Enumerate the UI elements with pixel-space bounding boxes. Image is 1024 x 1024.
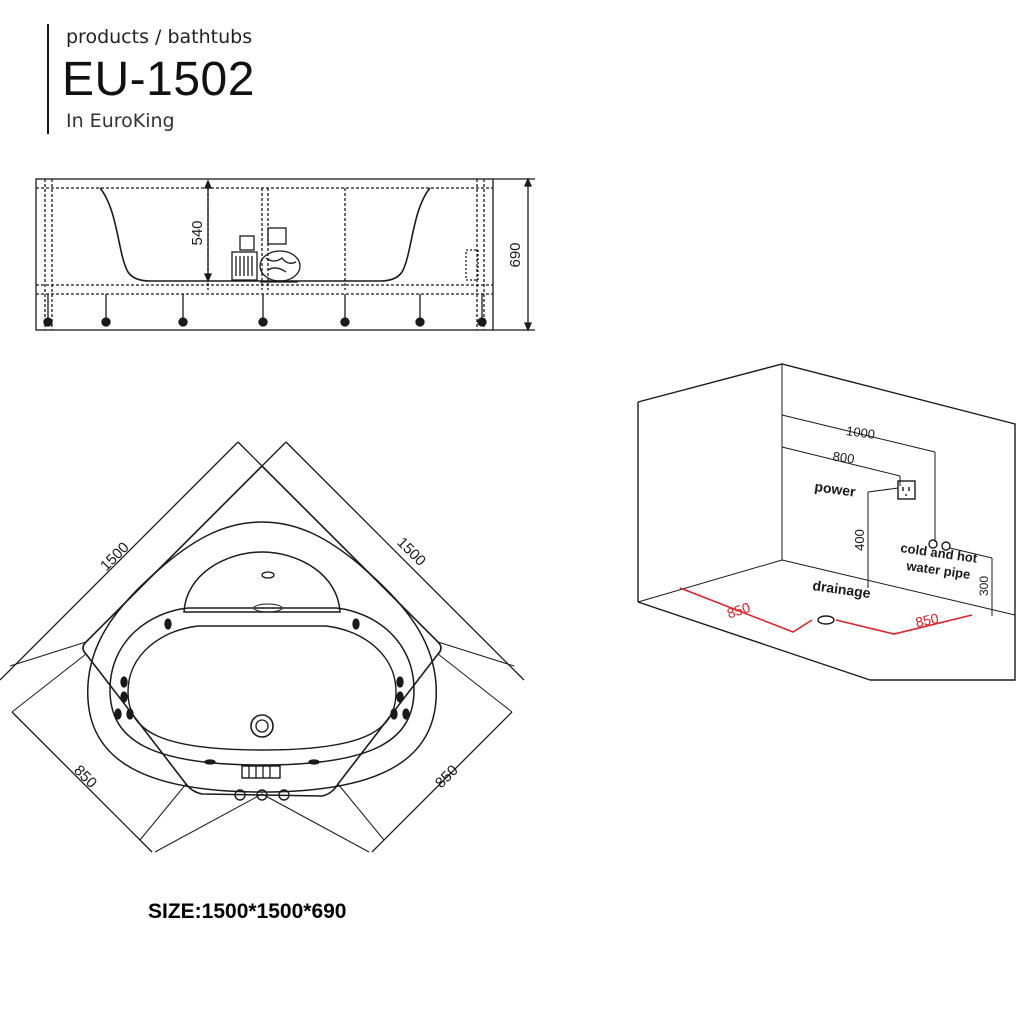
pillow-jet-icon [261, 571, 275, 579]
headrest [183, 551, 341, 613]
top-view [0, 441, 525, 853]
install-dim-850-left: 850 [725, 599, 752, 622]
top-dim-front-left: 850 [70, 762, 100, 792]
side-height-label: 690 [507, 242, 524, 267]
hot-pipe-icon [941, 541, 951, 551]
drain-outlet-icon [817, 615, 835, 625]
support-feet [43, 294, 487, 327]
side-view-frame [35, 178, 494, 331]
brand-label: In EuroKing [66, 110, 175, 132]
breadcrumb: products / bathtubs [66, 26, 253, 48]
tub-outer-outline [82, 464, 442, 797]
header-divider [47, 24, 49, 134]
control-knob-icon [256, 789, 268, 801]
drain-icon [250, 714, 274, 738]
side-view [35, 177, 535, 332]
install-label-drainage: drainage [812, 577, 872, 601]
install-dim-800: 800 [832, 449, 856, 467]
tub-basin-outline [99, 187, 431, 282]
top-dim-right: 1500 [393, 534, 429, 570]
top-dim-left: 1500 [97, 539, 133, 575]
install-dim-850-right: 850 [914, 610, 940, 631]
install-dim-1000: 1000 [845, 423, 876, 442]
pump-motor [231, 227, 301, 283]
install-dim-300: 300 [977, 576, 991, 596]
control-knob-icon [278, 789, 290, 801]
tub-rim-outline [87, 521, 437, 793]
install-view [637, 363, 1016, 681]
massage-jets [114, 618, 410, 765]
control-knob-icon [234, 789, 246, 801]
control-panel [241, 765, 281, 779]
power-socket-icon [897, 480, 916, 500]
room-outline [637, 363, 1016, 681]
red-dim-right [835, 614, 973, 635]
red-dim-left [679, 587, 813, 633]
install-dim-400: 400 [852, 529, 867, 551]
size-label: SIZE:1500*1500*690 [148, 900, 347, 923]
side-depth-label: 540 [189, 220, 206, 245]
tub-inner-outline [109, 607, 415, 766]
install-label-power: power [814, 478, 858, 500]
page-title: EU-1502 [62, 53, 255, 106]
tub-floor-outline [127, 625, 397, 751]
cold-pipe-icon [928, 539, 938, 549]
